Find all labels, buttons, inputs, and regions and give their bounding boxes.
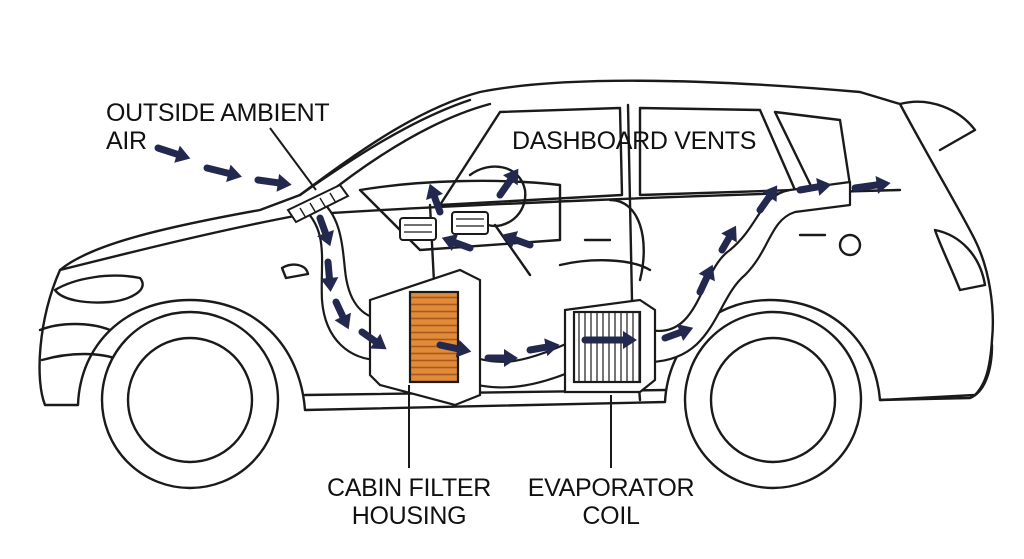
cowl-intake-grille bbox=[286, 183, 350, 224]
dashboard-vent-right bbox=[451, 211, 489, 235]
tail-light bbox=[933, 228, 987, 292]
cabin-filter-element bbox=[408, 290, 460, 384]
rear-wheel bbox=[683, 310, 863, 490]
front-wheel bbox=[100, 310, 280, 490]
airflow-arrow-icon bbox=[581, 331, 637, 349]
steering-column bbox=[493, 223, 532, 277]
label-evaporator: EVAPORATOR COIL bbox=[520, 474, 702, 530]
cabin-filter-housing bbox=[368, 268, 482, 407]
rear-bumper bbox=[878, 343, 994, 402]
airflow-arrow-icon bbox=[320, 258, 339, 292]
steering-wheel bbox=[468, 165, 527, 228]
airflow-arrow-icon bbox=[696, 264, 715, 296]
label-outside-air-line1: OUTSIDE AMBIENT bbox=[106, 99, 330, 127]
airflow-arrow-icon bbox=[203, 164, 242, 183]
front-bumper bbox=[38, 322, 112, 332]
airflow-arrow-icon bbox=[796, 178, 832, 196]
label-outside-air: OUTSIDE AMBIENT AIR bbox=[106, 99, 330, 155]
side-mirror bbox=[280, 263, 310, 280]
evaporator-fins bbox=[572, 310, 642, 384]
leader-outside-air bbox=[269, 127, 317, 191]
airflow-arrow-icon bbox=[496, 168, 519, 199]
label-cabin-filter: CABIN FILTER HOUSING bbox=[316, 474, 502, 530]
rear-quarter-window bbox=[773, 110, 852, 190]
dashboard bbox=[358, 179, 562, 252]
fuel-cap bbox=[838, 233, 862, 257]
label-cabin-filter-line1: CABIN FILTER bbox=[326, 474, 491, 502]
dashboard-vent-left bbox=[399, 217, 437, 241]
windshield bbox=[298, 98, 472, 197]
label-outside-air-line2: AIR bbox=[106, 127, 147, 155]
airflow-arrow-icon bbox=[358, 328, 387, 350]
leader-lines bbox=[269, 127, 612, 468]
airflow-arrow-icon bbox=[661, 324, 694, 342]
b-pillar bbox=[626, 103, 634, 302]
label-cabin-filter-line2: HOUSING bbox=[351, 502, 467, 530]
airflow-arrow-icon bbox=[436, 339, 472, 358]
airflow-arrow-icon bbox=[426, 183, 444, 216]
evaporator-coil bbox=[563, 298, 657, 394]
airflow-arrow-icon bbox=[441, 234, 474, 252]
rear-hatch bbox=[898, 100, 977, 152]
airflow-arrow-icon bbox=[718, 225, 737, 254]
airflow-arrow-icon bbox=[316, 214, 334, 247]
airflow-arrow-icon bbox=[851, 176, 891, 194]
seat-base bbox=[558, 259, 652, 272]
label-evaporator-line2: COIL bbox=[582, 502, 640, 530]
side-window-front bbox=[438, 106, 624, 207]
seat-back bbox=[608, 198, 645, 282]
label-evaporator-line1: EVAPORATOR bbox=[527, 474, 695, 502]
hood-line bbox=[58, 213, 302, 272]
a-pillar bbox=[318, 102, 492, 202]
label-dashboard-vents: DASHBOARD VENTS bbox=[512, 127, 757, 155]
airflow-arrow-icon bbox=[332, 298, 351, 330]
airflow-arrows bbox=[154, 144, 891, 367]
airflow-arrow-icon bbox=[254, 173, 292, 192]
headlight bbox=[53, 274, 144, 304]
airflow-arrow-icon bbox=[501, 231, 534, 249]
airflow-arrow-icon bbox=[484, 349, 518, 367]
airflow-arrow-icon bbox=[526, 338, 560, 357]
front-grille bbox=[40, 352, 122, 362]
airflow-arrow-icon bbox=[154, 144, 191, 163]
airflow-arrow-icon bbox=[756, 185, 778, 214]
